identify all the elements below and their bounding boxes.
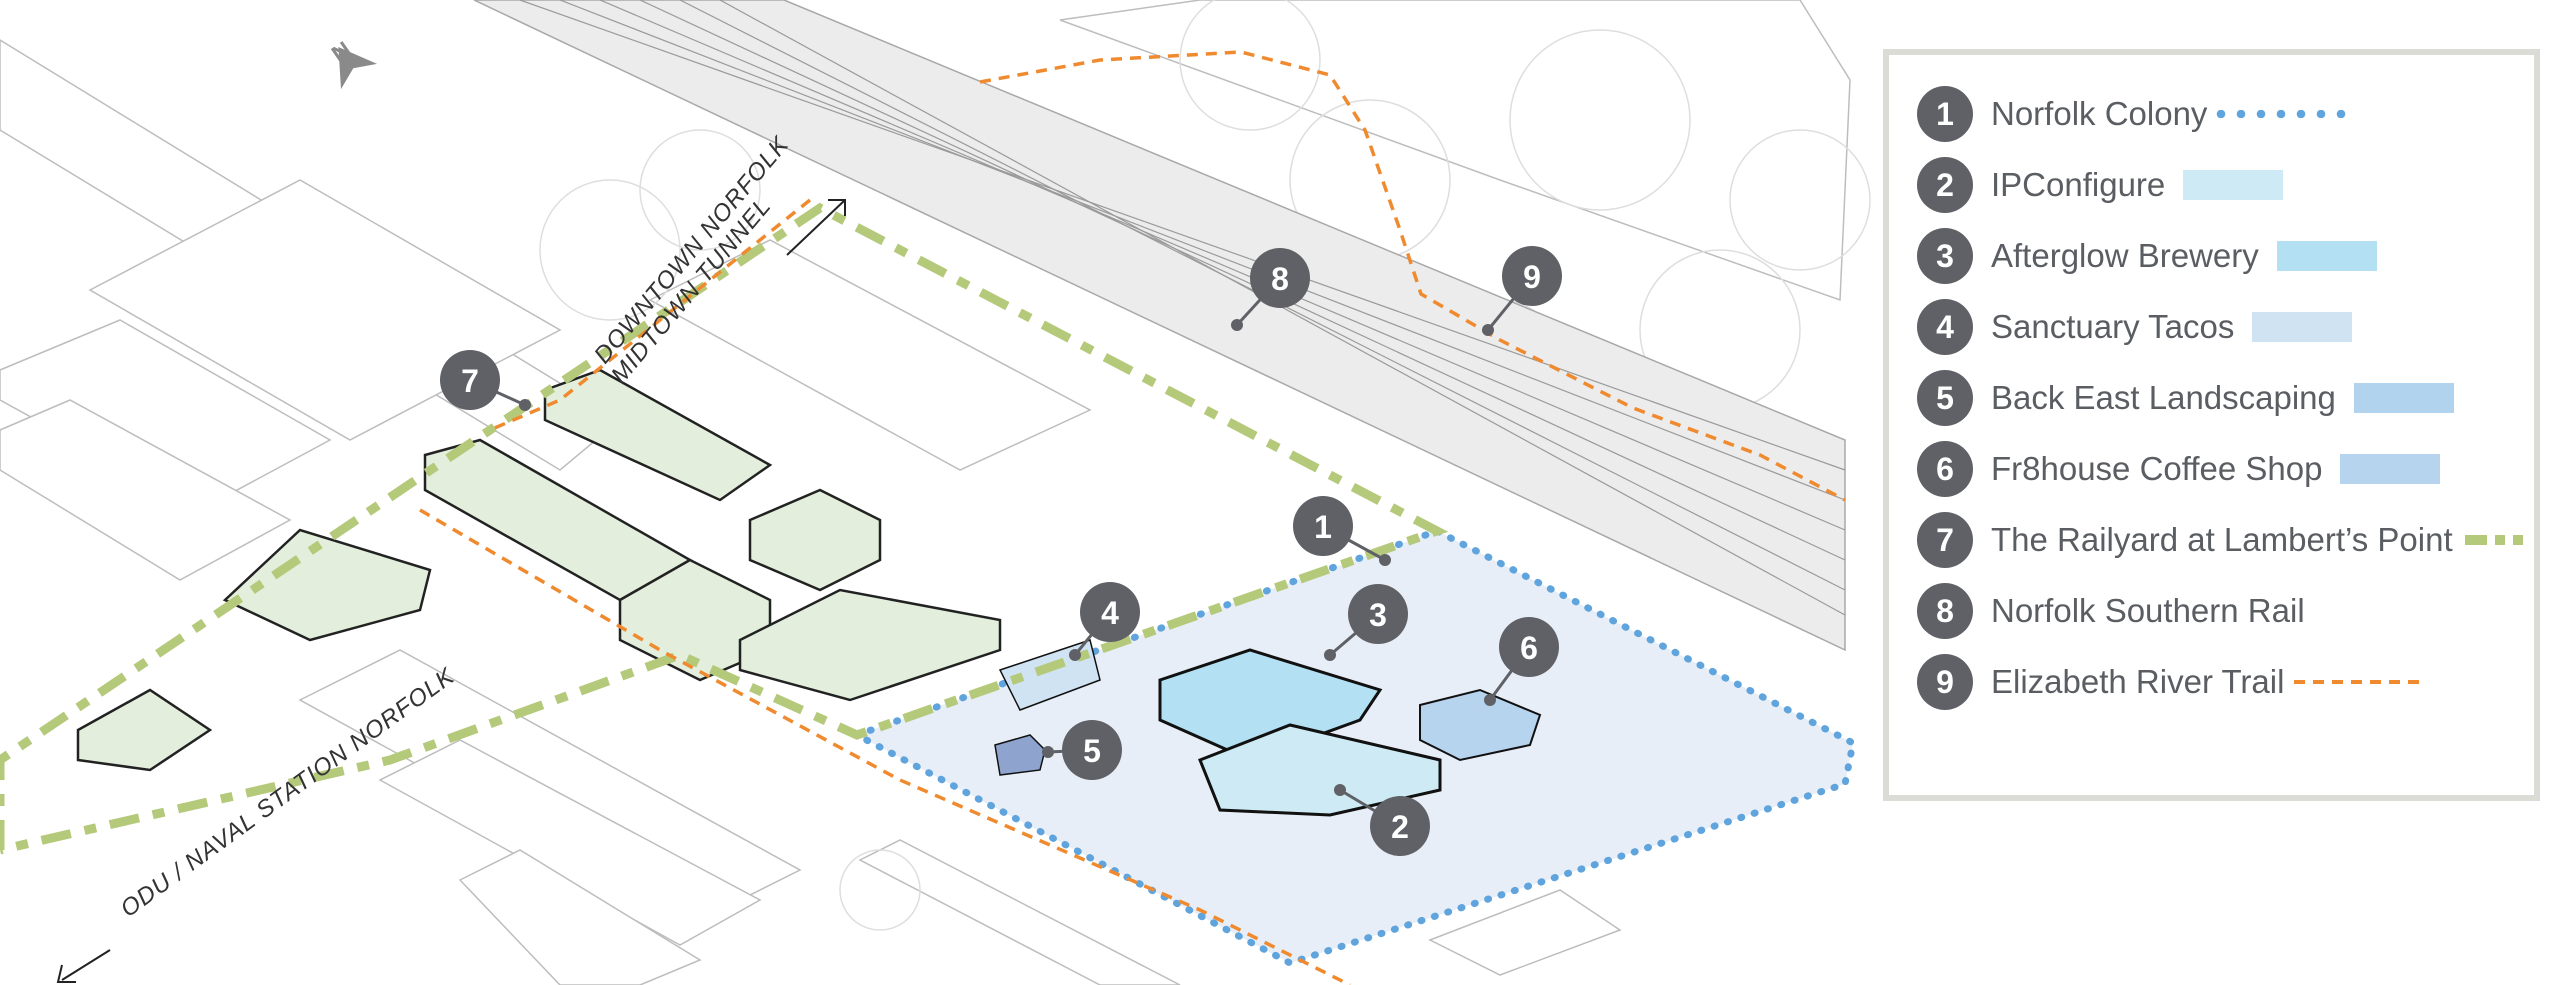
svg-text:6: 6 — [1520, 630, 1538, 666]
legend-number: 2 — [1917, 157, 1973, 213]
legend-label: Afterglow Brewery — [1991, 237, 2259, 274]
color-swatch-icon — [2276, 241, 2377, 271]
legend-item-elizabeth-river-trail: 9 Elizabeth River Trail — [1917, 652, 2425, 712]
legend-item-fr8house-coffee-shop: 6 Fr8house Coffee Shop — [1917, 439, 2441, 499]
marker-1[interactable]: 1 — [1293, 496, 1391, 566]
railyard-boundary — [0, 202, 1449, 855]
marker-5[interactable]: 5 — [1042, 720, 1122, 780]
legend-item-back-east-landscaping: 5 Back East Landscaping — [1917, 368, 2454, 428]
dotted-line-icon — [2211, 110, 2347, 118]
dash-dot-line-icon — [2464, 535, 2540, 545]
svg-text:7: 7 — [461, 363, 479, 399]
legend-number: 7 — [1917, 512, 1973, 568]
svg-text:3: 3 — [1369, 597, 1387, 633]
svg-text:2: 2 — [1391, 809, 1409, 845]
color-swatch-icon — [2340, 454, 2441, 484]
legend-label: Fr8house Coffee Shop — [1991, 450, 2323, 487]
norfolk-southern-rail — [473, 0, 1846, 652]
svg-text:9: 9 — [1523, 259, 1541, 295]
map-legend: 1 Norfolk Colony 2 IPConfigure 3 Aftergl… — [1883, 49, 2540, 801]
marker-2[interactable]: 2 — [1334, 784, 1430, 856]
marker-6[interactable]: 6 — [1484, 617, 1559, 706]
marker-7[interactable]: 7 — [440, 350, 531, 411]
legend-number: 4 — [1917, 299, 1973, 355]
legend-item-afterglow-brewery: 3 Afterglow Brewery — [1917, 226, 2377, 286]
legend-number: 1 — [1917, 86, 1973, 142]
legend-number: 3 — [1917, 228, 1973, 284]
legend-number: 6 — [1917, 441, 1973, 497]
legend-number: 5 — [1917, 370, 1973, 426]
legend-label: Norfolk Southern Rail — [1991, 592, 2305, 629]
svg-text:5: 5 — [1083, 733, 1101, 769]
legend-label: The Railyard at Lambert’s Point — [1991, 521, 2453, 558]
legend-item-ipconfigure: 2 IPConfigure — [1917, 155, 2284, 215]
marker-3[interactable]: 3 — [1324, 584, 1408, 661]
legend-item-railyard: 7 The Railyard at Lambert’s Point — [1917, 510, 2540, 570]
legend-label: Back East Landscaping — [1991, 379, 2336, 416]
svg-text:4: 4 — [1101, 595, 1119, 631]
marker-8[interactable]: 8 — [1231, 248, 1310, 331]
north-arrow-icon: N — [327, 36, 378, 90]
tenant-buildings — [994, 639, 1542, 817]
direction-arrows — [56, 199, 846, 983]
map-markers: 1 2 3 4 5 6 7 8 9 — [440, 246, 1562, 856]
legend-number: 9 — [1917, 654, 1973, 710]
legend-item-norfolk-southern-rail: 8 Norfolk Southern Rail — [1917, 581, 2305, 641]
svg-text:8: 8 — [1271, 261, 1289, 297]
color-swatch-icon — [2252, 312, 2353, 342]
color-swatch-icon — [2353, 383, 2454, 413]
legend-label: Elizabeth River Trail — [1991, 663, 2285, 700]
legend-item-norfolk-colony: 1 Norfolk Colony — [1917, 84, 2347, 144]
legend-item-sanctuary-tacos: 4 Sanctuary Tacos — [1917, 297, 2353, 357]
legend-label: Norfolk Colony — [1991, 95, 2208, 132]
fr8house-coffee — [1419, 688, 1542, 762]
elizabeth-river-trail — [419, 50, 1846, 985]
legend-number: 8 — [1917, 583, 1973, 639]
marker-4[interactable]: 4 — [1069, 582, 1140, 661]
ipconfigure — [1198, 723, 1442, 817]
marker-9[interactable]: 9 — [1482, 246, 1562, 336]
back-east-landscaping — [994, 734, 1046, 776]
legend-label: Sanctuary Tacos — [1991, 308, 2235, 345]
svg-text:1: 1 — [1314, 509, 1332, 545]
color-swatch-icon — [2183, 170, 2284, 200]
legend-label: IPConfigure — [1991, 166, 2166, 203]
dashed-line-icon — [2294, 680, 2425, 684]
